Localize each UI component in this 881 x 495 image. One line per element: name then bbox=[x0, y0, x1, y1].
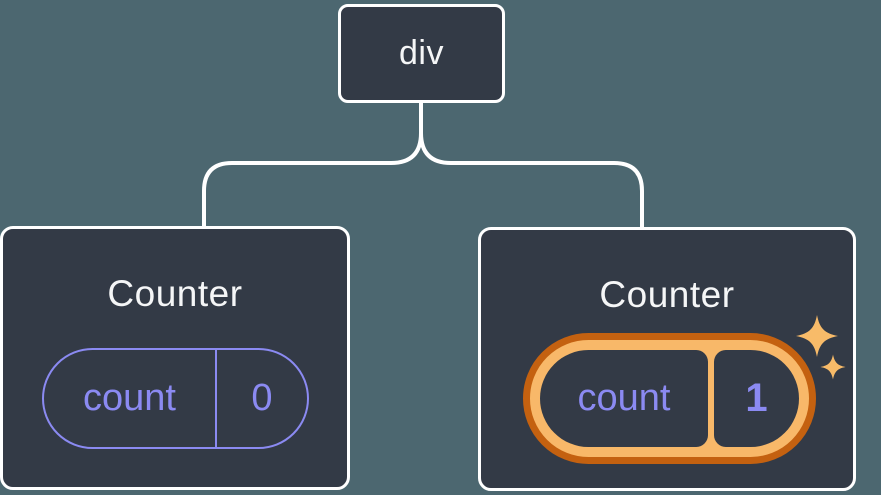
sparkle-large bbox=[796, 315, 838, 357]
state-pill: count 0 bbox=[42, 348, 309, 449]
state-key-cell: count bbox=[540, 350, 708, 447]
state-key-label: count bbox=[577, 377, 671, 419]
state-key-label: count bbox=[83, 377, 176, 419]
state-value-cell: 0 bbox=[217, 350, 307, 447]
counter-right-title: Counter bbox=[599, 274, 735, 315]
state-pill-highlight-inner: count 1 bbox=[530, 340, 809, 457]
counter-node-right: Counter count 1 bbox=[478, 227, 856, 491]
state-key-cell: count bbox=[44, 350, 217, 447]
root-node-div: div bbox=[338, 4, 505, 103]
counter-node-left: Counter count 0 bbox=[0, 226, 350, 490]
state-value-cell: 1 bbox=[714, 350, 799, 447]
state-value-label: 1 bbox=[745, 376, 768, 420]
sparkle-small bbox=[820, 354, 846, 380]
root-node-label: div bbox=[399, 34, 444, 72]
state-pill-highlighted: count 1 bbox=[523, 333, 816, 464]
sparkle-icon bbox=[796, 315, 846, 380]
counter-left-title: Counter bbox=[107, 273, 243, 314]
state-value-label: 0 bbox=[251, 377, 273, 419]
